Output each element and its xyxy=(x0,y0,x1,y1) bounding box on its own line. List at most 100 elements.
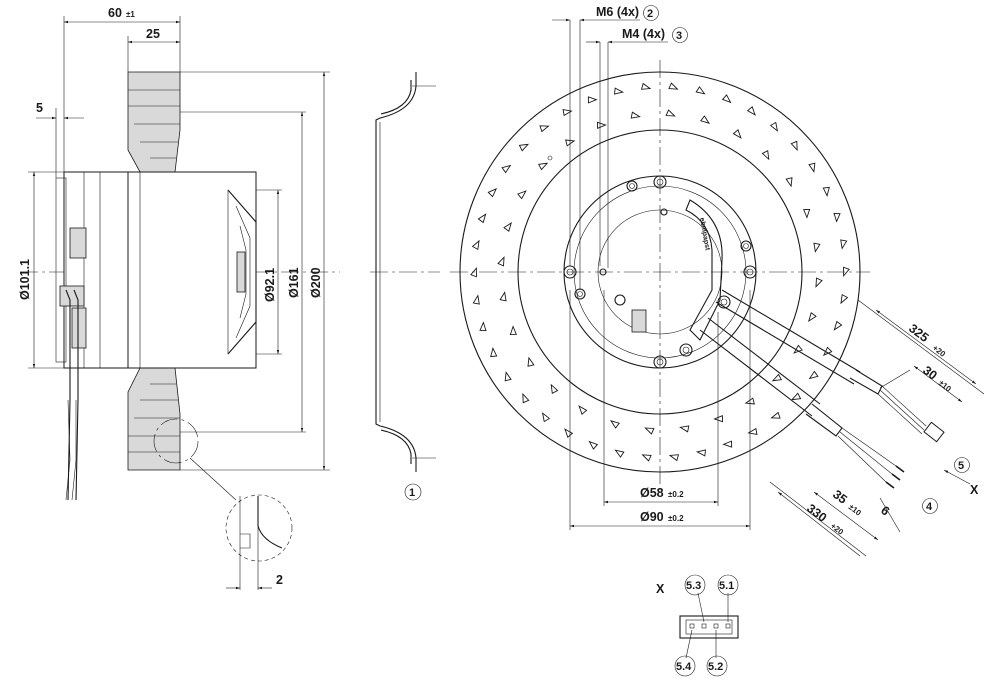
dim-strip-b: 35 xyxy=(830,487,850,507)
blade-mark xyxy=(503,221,512,232)
cable-a xyxy=(715,289,945,443)
blade-mark xyxy=(596,121,607,129)
blade-mark xyxy=(668,82,679,90)
connector-view-label: X xyxy=(656,582,665,596)
blade-mark xyxy=(808,162,816,173)
dim-lead-b-tol: +20 xyxy=(829,521,846,537)
blade-mark xyxy=(721,94,732,104)
blade-mark xyxy=(822,186,830,197)
dim-lead-a-tol: +20 xyxy=(931,343,948,359)
blade-mark xyxy=(746,106,756,116)
blade-mark xyxy=(668,454,680,462)
blade-mark xyxy=(679,425,690,433)
blade-mark xyxy=(537,162,549,171)
blade-mark xyxy=(641,454,652,462)
blade-mark xyxy=(587,96,598,104)
blade-mark xyxy=(588,440,599,450)
blade-mark xyxy=(713,415,724,423)
brand-label: ebmpapst xyxy=(698,217,711,251)
blade-mark xyxy=(541,412,551,423)
side-cable xyxy=(65,289,79,501)
blade-mark xyxy=(695,449,707,457)
blade-mark xyxy=(477,213,487,224)
blade-mark xyxy=(769,121,779,132)
impeller-blades-bottom xyxy=(127,367,181,471)
dim-pcd-outer-tol: ±0.2 xyxy=(668,514,684,523)
dim-strip-a-tol: ±10 xyxy=(937,378,953,394)
dim-strip-b-tol: ±10 xyxy=(847,502,863,518)
blade-mark xyxy=(722,440,733,448)
dim-mount-dia: Ø101.1 xyxy=(18,259,32,300)
dim-gap: 2 xyxy=(276,573,283,587)
blade-mark xyxy=(501,164,512,174)
pin-5-4: 5.4 xyxy=(676,661,692,673)
blade-mark xyxy=(517,190,527,200)
dim-lead-a: 325 xyxy=(906,321,931,345)
blade-mark xyxy=(509,325,517,336)
blade-mark xyxy=(803,208,811,219)
blade-mark xyxy=(522,392,530,404)
dim-flange-offset: 5 xyxy=(36,101,43,115)
dim-pcd-inner-tol: ±0.2 xyxy=(668,490,684,499)
impeller-inner xyxy=(517,129,803,415)
dim-ferrule: 6 xyxy=(878,503,892,518)
blade-mark xyxy=(700,115,711,124)
dim-pcd-outer: Ø90 xyxy=(640,510,664,524)
blade-mark xyxy=(470,267,477,278)
pos-m6: 2 xyxy=(647,8,653,20)
blade-mark xyxy=(471,239,480,251)
blade-mark xyxy=(609,420,620,429)
dim-bore-dia: Ø161 xyxy=(287,267,301,298)
blade-mark xyxy=(564,428,574,438)
blade-mark xyxy=(790,392,802,401)
blade-mark xyxy=(527,356,535,367)
impeller-outer xyxy=(459,71,861,473)
pin-5-2: 5.2 xyxy=(708,661,723,673)
dim-lead-b: 330 xyxy=(804,501,829,525)
dim-width-total: 60 xyxy=(108,6,122,20)
blade-mark xyxy=(562,108,573,117)
connector-view: X 5.3 5.1 5.4 5.2 xyxy=(656,574,739,677)
blade-mark xyxy=(665,109,676,117)
blade-mark xyxy=(747,427,758,436)
blade-mark xyxy=(785,177,793,188)
blade-marks xyxy=(470,82,850,462)
blade-mark xyxy=(695,86,706,95)
dim-hub-dia: Ø92.1 xyxy=(263,268,277,302)
dim-impeller-dia: Ø200 xyxy=(309,267,323,298)
pos-m4: 3 xyxy=(676,30,682,42)
view-x-arrow-label: X xyxy=(970,483,979,497)
detail-view: 2 xyxy=(225,494,293,590)
blade-mark xyxy=(815,277,823,288)
label-m4: M4 (4x) xyxy=(622,27,665,41)
pos-inlet-ring: 1 xyxy=(409,487,415,499)
blade-mark xyxy=(808,312,817,323)
blade-mark xyxy=(833,320,843,331)
blade-mark xyxy=(497,256,505,267)
pos-connector: 5 xyxy=(958,460,964,472)
inlet-ring: 1 xyxy=(370,72,440,501)
blade-mark xyxy=(504,371,512,382)
blade-mark xyxy=(644,427,655,435)
blade-mark xyxy=(732,129,742,139)
blade-mark xyxy=(487,188,498,198)
blade-mark xyxy=(840,239,848,250)
blade-mark xyxy=(479,321,487,332)
blade-mark xyxy=(472,294,480,305)
rotor-housing xyxy=(127,171,257,369)
blade-mark xyxy=(499,291,507,302)
blade-mark xyxy=(613,87,625,95)
blade-mark xyxy=(843,266,850,277)
label-m6: M6 (4x) xyxy=(596,5,639,19)
dim-width-total-tol: ±1 xyxy=(126,10,135,19)
blade-mark xyxy=(518,143,530,152)
front-view: ebmpapst xyxy=(450,5,985,557)
side-view: 60 ±1 25 5 Ø101.1 Ø92.1 Ø161 Ø200 xyxy=(18,6,340,501)
blade-mark xyxy=(840,293,849,305)
blade-mark xyxy=(790,140,798,152)
dim-pcd-inner: Ø58 xyxy=(640,486,664,500)
blade-mark xyxy=(640,82,652,90)
impeller-blades-top xyxy=(127,71,181,173)
mount-holes xyxy=(547,155,757,369)
